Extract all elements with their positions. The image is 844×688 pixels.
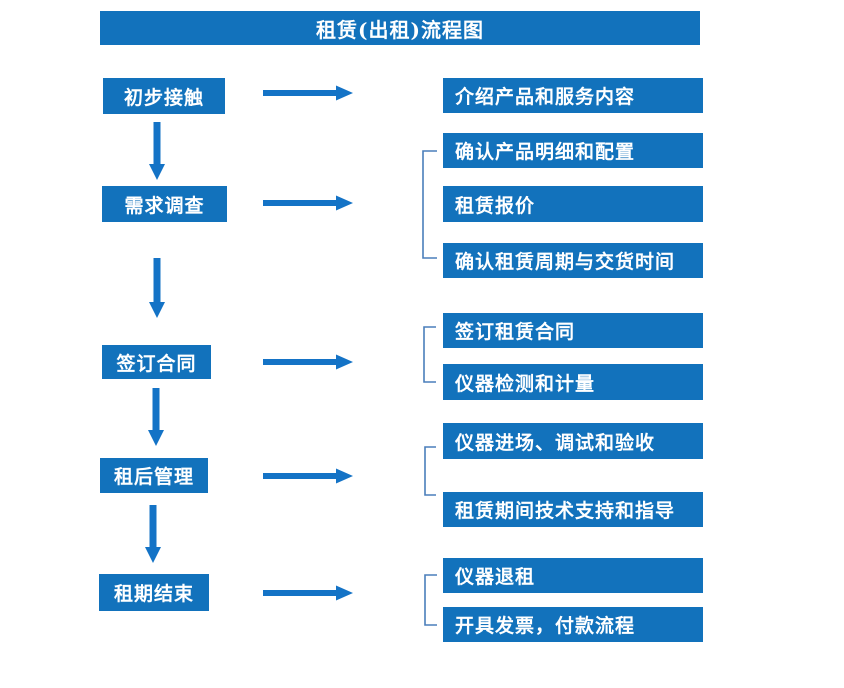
title-banner: 租赁(出租)流程图 — [100, 11, 700, 45]
bracket-step3-details — [423, 326, 436, 383]
arrow-right-step4 — [263, 468, 353, 484]
bracket-step5-details — [424, 574, 437, 626]
arrow-down-step1-step2 — [149, 122, 165, 180]
arrow-down-step3-step4 — [148, 388, 164, 446]
detail-box-tech-support: 租赁期间技术支持和指导 — [443, 492, 703, 527]
detail-box-onsite-acceptance: 仪器进场、调试和验收 — [443, 423, 703, 459]
detail-box-intro-products: 介绍产品和服务内容 — [443, 78, 703, 113]
arrow-right-step1 — [263, 85, 353, 101]
detail-box-rental-quote: 租赁报价 — [443, 186, 703, 222]
bracket-step4-details — [424, 446, 436, 496]
step-box-initial-contact: 初步接触 — [103, 78, 225, 114]
detail-box-invoice-payment: 开具发票，付款流程 — [443, 607, 703, 642]
step-box-sign-contract: 签订合同 — [102, 345, 211, 379]
arrow-right-step3 — [263, 354, 353, 370]
detail-box-return-instrument: 仪器退租 — [443, 558, 703, 593]
arrow-down-step2-step3 — [149, 258, 165, 318]
detail-box-sign-rental-contract: 签订租赁合同 — [443, 313, 703, 348]
arrow-right-step5 — [263, 585, 353, 601]
step-box-post-rental-mgmt: 租后管理 — [100, 458, 208, 493]
bracket-step2-details — [422, 150, 437, 259]
detail-box-confirm-config: 确认产品明细和配置 — [443, 133, 703, 168]
arrow-right-step2 — [263, 195, 353, 211]
step-box-demand-survey: 需求调查 — [102, 186, 227, 222]
step-box-rental-end: 租期结束 — [99, 574, 209, 611]
detail-box-inspection: 仪器检测和计量 — [443, 364, 703, 400]
arrow-down-step4-step5 — [145, 505, 161, 563]
page-title: 租赁(出租)流程图 — [316, 17, 484, 42]
detail-box-confirm-period: 确认租赁周期与交货时间 — [443, 243, 703, 278]
